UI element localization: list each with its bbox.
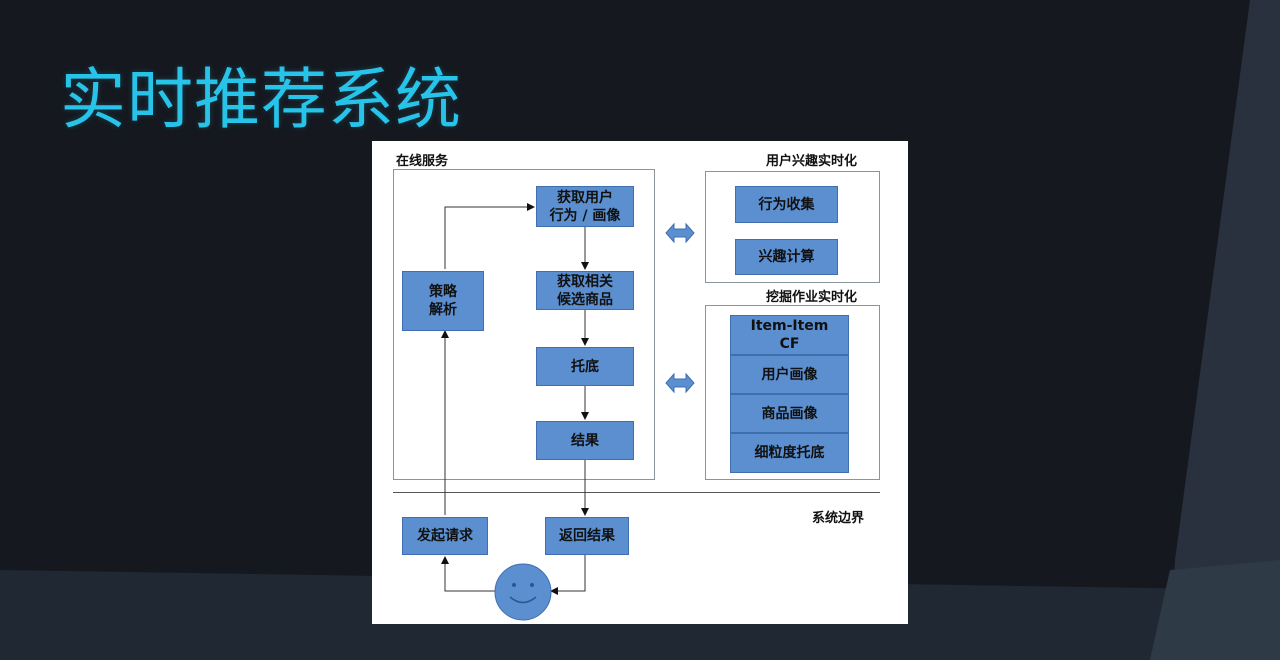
fetch-user-node: 获取用户 行为 / 画像 [536, 186, 634, 227]
double-arrow-icon [665, 372, 695, 394]
return-result-node: 返回结果 [545, 517, 629, 555]
online-service-frame [393, 169, 655, 480]
send-request-node: 发起请求 [402, 517, 488, 555]
slide-title: 实时推荐系统 [60, 61, 462, 138]
collect-node: 行为收集 [735, 186, 838, 223]
arrow-user-to-request [441, 556, 495, 592]
smiley-face-icon [494, 563, 552, 621]
item-profile-node: 商品画像 [730, 394, 849, 433]
double-arrow-icon [665, 222, 695, 244]
fine-fallback-node: 细粒度托底 [730, 433, 849, 473]
fetch-candidates-node: 获取相关 候选商品 [536, 271, 634, 310]
system-boundary-line [393, 492, 880, 493]
section-online-label: 在线服务 [396, 154, 449, 169]
section-boundary-label: 系统边界 [812, 511, 865, 526]
mining-frame [705, 305, 880, 480]
architecture-diagram: 在线服务 用户兴趣实时化 挖掘作业实时化 系统边界 [372, 141, 908, 624]
result-node: 结果 [536, 421, 634, 460]
fallback-node: 托底 [536, 347, 634, 386]
compute-node: 兴趣计算 [735, 239, 838, 275]
interest-frame [705, 171, 880, 283]
section-mining-label: 挖掘作业实时化 [766, 290, 858, 305]
section-interest-label: 用户兴趣实时化 [766, 154, 858, 169]
arrow-return-to-user [550, 554, 586, 595]
item-cf-node: Item-Item CF [730, 315, 849, 355]
strategy-node: 策略 解析 [402, 271, 484, 331]
user-profile-node: 用户画像 [730, 355, 849, 394]
